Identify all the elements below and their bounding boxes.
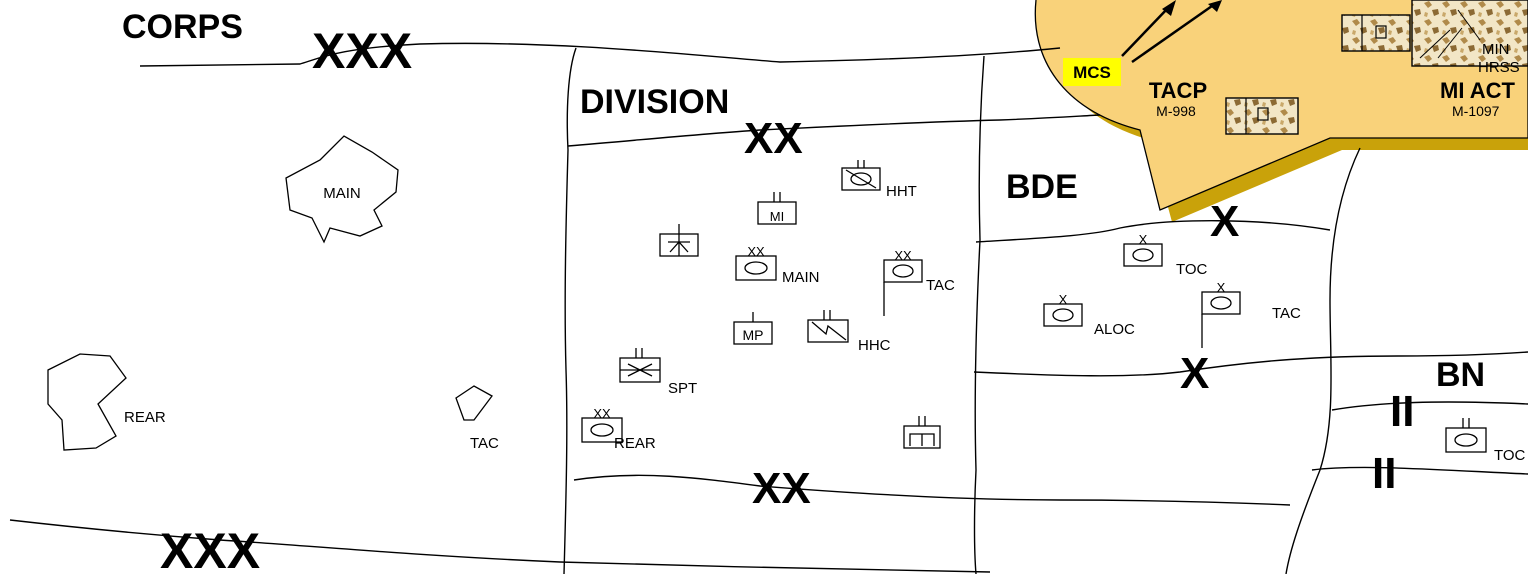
corps-label: CORPS (122, 8, 243, 46)
division-boundary-marker: XX (752, 464, 811, 513)
division-boundary-marker: XX (744, 114, 803, 163)
mp-symbol: MP (734, 312, 772, 344)
brigade-label: BDE (1006, 168, 1078, 206)
corps-tac-label: TAC (470, 435, 499, 452)
corps-rear-label: REAR (124, 409, 166, 426)
bde-tac-label: TAC (1272, 305, 1301, 322)
min-label: MIN (1482, 41, 1510, 58)
hht-symbol (842, 160, 880, 190)
hht-label: HHT (886, 183, 917, 200)
bde-aloc-symbol: X (1044, 292, 1082, 326)
maintenance-symbol (904, 416, 940, 448)
mp-label: MP (743, 327, 764, 343)
svg-text:X: X (1139, 232, 1148, 247)
bde-aloc-label: ALOC (1094, 321, 1135, 338)
division-label: DIVISION (580, 83, 729, 121)
bn-toc-symbol (1446, 418, 1486, 452)
rear-cp-label: REAR (614, 435, 656, 452)
svg-text:XX: XX (593, 406, 611, 421)
vehicle-icon (1412, 0, 1528, 66)
corps-boundary-marker: XXX (312, 23, 412, 79)
battalion-boundary-marker: II (1390, 387, 1414, 436)
svg-text:X: X (1217, 280, 1226, 295)
signal-symbol (660, 224, 698, 256)
brigade-boundary-marker: X (1210, 197, 1239, 246)
mcs-label: MCS (1073, 63, 1111, 82)
tac-cp-symbol: XX (884, 248, 922, 316)
svg-text:X: X (1059, 292, 1068, 307)
mi-symbol: MI (758, 192, 796, 224)
corps-boundary-marker: XXX (160, 523, 260, 574)
svg-text:XX: XX (894, 248, 912, 263)
bde-tac-symbol: X (1202, 280, 1240, 348)
bn-toc-label: TOC (1494, 447, 1526, 464)
corps-boundary-top (140, 43, 1060, 66)
tacp-title: TACP (1149, 78, 1207, 103)
hhc-symbol (808, 310, 848, 342)
bde-toc-label: TOC (1176, 261, 1208, 278)
brigade-boundary-marker: X (1180, 349, 1209, 398)
main-cp-label: MAIN (782, 269, 820, 286)
vehicle-callout: MCS TACP M-998 MIN HRSS MI ACT M-1097 (1035, 0, 1528, 222)
mi-label: MI (770, 209, 784, 224)
vehicle-icon (1226, 98, 1298, 134)
spt-symbol (620, 348, 660, 382)
battalion-boundary-marker: II (1372, 449, 1396, 498)
spt-label: SPT (668, 380, 697, 397)
hhc-label: HHC (858, 337, 891, 354)
svg-text:XX: XX (747, 244, 765, 259)
bde-toc-symbol: X (1124, 232, 1162, 266)
corps-rear-area: REAR (48, 354, 166, 450)
vehicle-icon (1342, 15, 1410, 51)
corps-tac-area: TAC (456, 386, 499, 452)
mi-act-model: M-1097 (1452, 103, 1500, 119)
tacp-model: M-998 (1156, 103, 1196, 119)
main-cp-symbol: XX (736, 244, 776, 280)
battalion-label: BN (1436, 356, 1485, 394)
mi-act-title: MI ACT (1440, 78, 1516, 103)
corps-main-area: MAIN (286, 136, 398, 242)
hrss-label: HRSS (1478, 59, 1520, 76)
corps-boundary-bottom (10, 520, 990, 572)
tac-cp-label: TAC (926, 277, 955, 294)
corps-main-label: MAIN (323, 185, 361, 202)
